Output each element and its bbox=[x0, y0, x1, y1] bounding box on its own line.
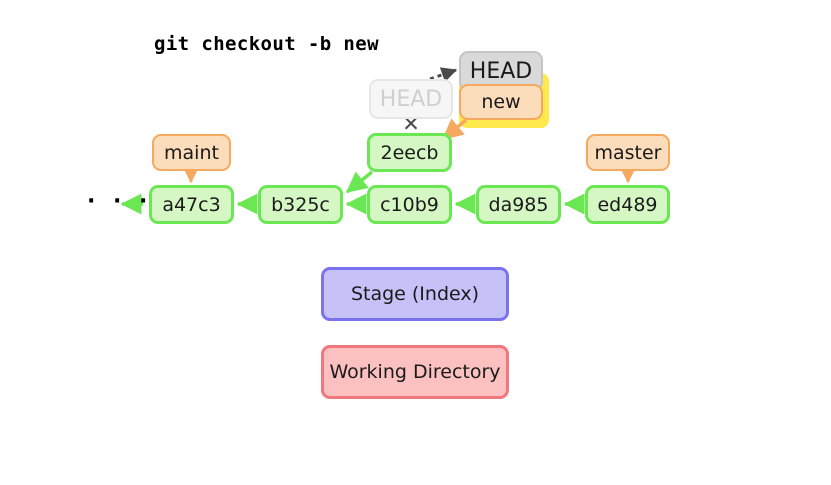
head-previous-label: HEAD bbox=[369, 79, 453, 119]
commit-node-2eecb[interactable]: 2eecb bbox=[367, 133, 452, 172]
command-title: git checkout -b new bbox=[154, 33, 379, 55]
commit-node-c10b9[interactable]: c10b9 bbox=[367, 185, 452, 224]
commit-node-a47c3[interactable]: a47c3 bbox=[149, 185, 234, 224]
branch-label-master[interactable]: master bbox=[586, 134, 670, 171]
commit-node-ed489[interactable]: ed489 bbox=[585, 185, 670, 224]
commit-node-da985[interactable]: da985 bbox=[476, 185, 561, 224]
head-move-dashed-arrow bbox=[429, 67, 458, 83]
working-directory-box[interactable]: Working Directory bbox=[321, 345, 509, 399]
commit-node-b325c[interactable]: b325c bbox=[258, 185, 343, 224]
stage-index-box[interactable]: Stage (Index) bbox=[321, 267, 509, 321]
branch-label-maint[interactable]: maint bbox=[152, 134, 231, 171]
history-ellipsis: · · · bbox=[87, 189, 153, 214]
branch-label-new[interactable]: new bbox=[459, 84, 543, 120]
